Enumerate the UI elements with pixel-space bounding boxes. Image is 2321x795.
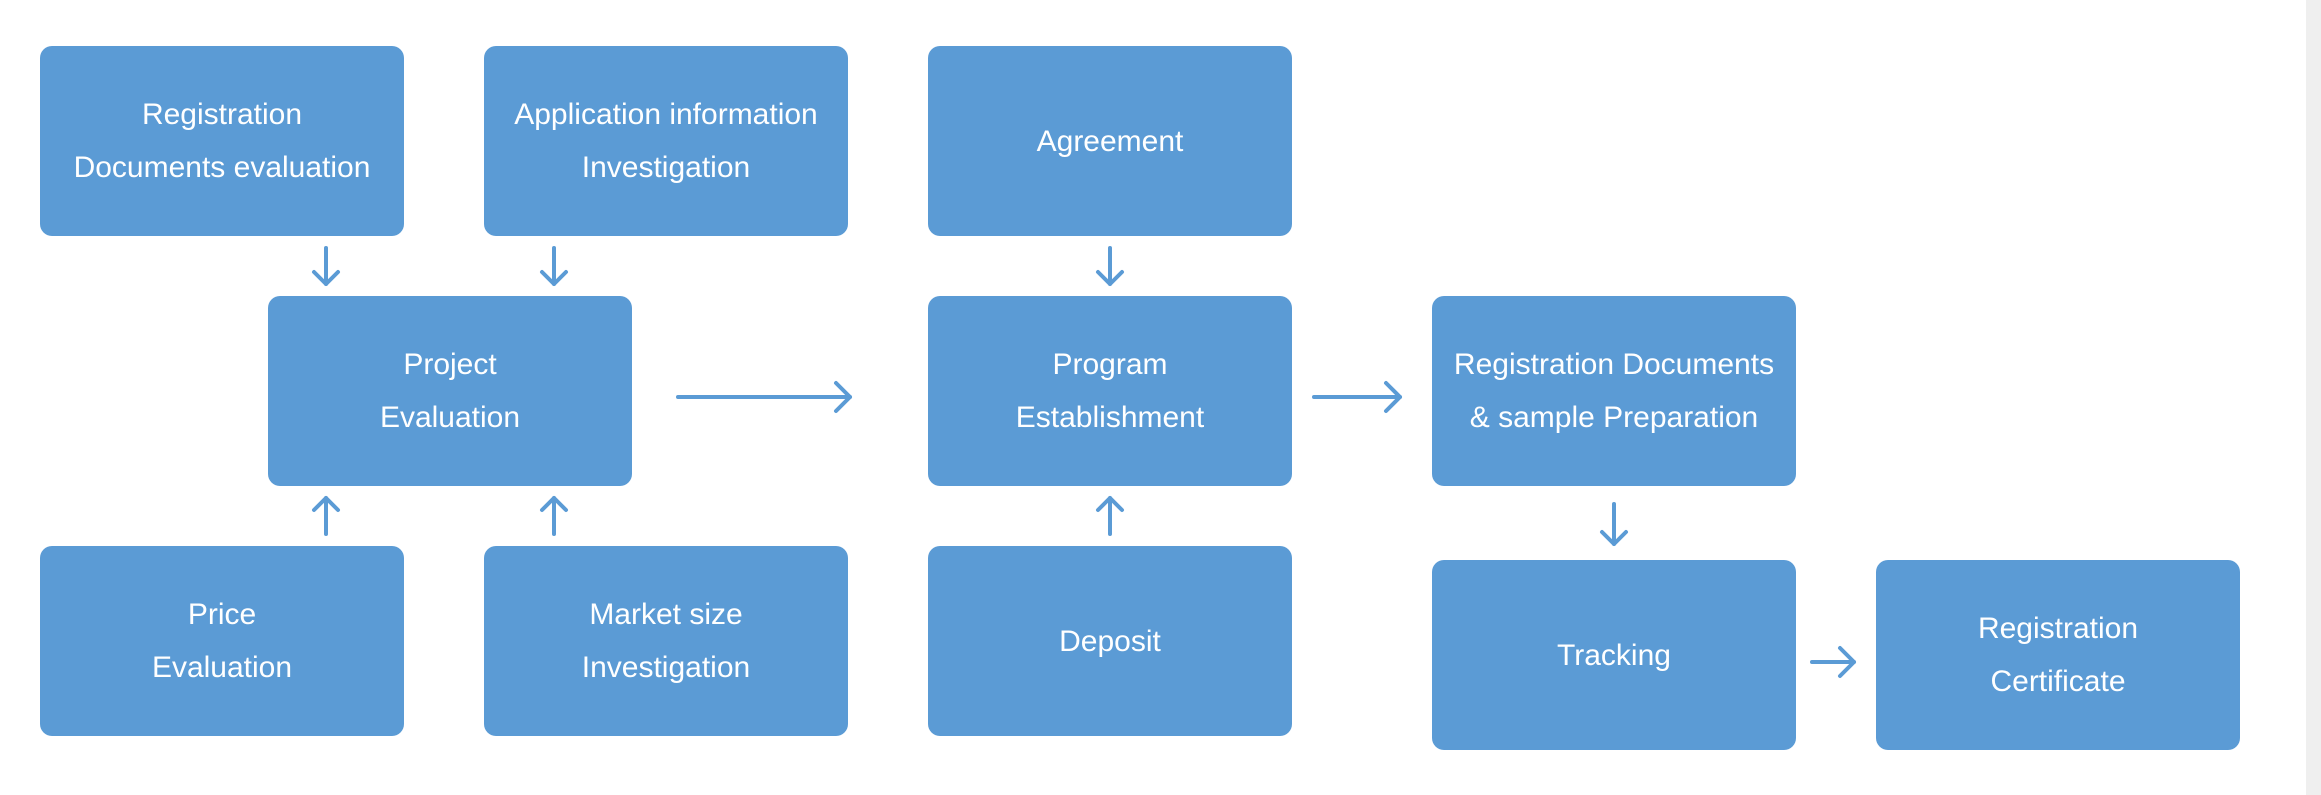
arrow-up-icon <box>1096 496 1124 536</box>
scrollbar[interactable] <box>2306 0 2321 795</box>
box-label-line: Evaluation <box>379 401 521 434</box>
application-information-investigation-box: Application information Investigation <box>484 46 848 236</box>
box-label-line: Agreement <box>1036 124 1184 158</box>
box-label-line: Deposit <box>1059 624 1161 658</box>
arrow-right-icon <box>1810 646 1856 678</box>
deposit-box: Deposit <box>928 546 1292 736</box>
box-label-line: Tracking <box>1557 638 1671 672</box>
tracking-box: Tracking <box>1432 560 1796 750</box>
arrow-down-icon <box>540 246 568 286</box>
arrow-down-icon <box>1096 246 1124 286</box>
box-label-line: Price <box>187 598 257 631</box>
arrow-right-icon <box>676 381 852 413</box>
box-label-line: Application information <box>514 98 818 131</box>
arrow-right-icon <box>1312 381 1402 413</box>
box-label-line: Evaluation <box>151 651 293 684</box>
box-label-line: Documents evaluation <box>73 151 371 184</box>
box-label-line: Investigation <box>581 651 751 684</box>
box-label-line: Certificate <box>1990 665 2126 698</box>
box-label-line: Project <box>403 348 497 381</box>
price-evaluation-box: Price Evaluation <box>40 546 404 736</box>
market-size-investigation-box: Market size Investigation <box>484 546 848 736</box>
box-label-line: Program <box>1052 348 1168 381</box>
box-label-line: Registration <box>141 98 303 131</box>
agreement-box: Agreement <box>928 46 1292 236</box>
arrow-up-icon <box>312 496 340 536</box>
box-label-line: Market size <box>589 598 743 631</box>
box-label-line: Registration Documents <box>1453 348 1775 381</box>
arrow-down-icon <box>1600 502 1628 546</box>
registration-documents-sample-preparation-box: Registration Documents & sample Preparat… <box>1432 296 1796 486</box>
box-label-line: & sample Preparation <box>1469 401 1759 434</box>
arrow-up-icon <box>540 496 568 536</box>
box-label-line: Establishment <box>1015 401 1205 434</box>
project-evaluation-box: Project Evaluation <box>268 296 632 486</box>
registration-certificate-box: Registration Certificate <box>1876 560 2240 750</box>
registration-documents-evaluation-box: Registration Documents evaluation <box>40 46 404 236</box>
arrow-down-icon <box>312 246 340 286</box>
program-establishment-box: Program Establishment <box>928 296 1292 486</box>
box-label-line: Investigation <box>581 151 751 184</box>
box-label-line: Registration <box>1977 612 2139 645</box>
